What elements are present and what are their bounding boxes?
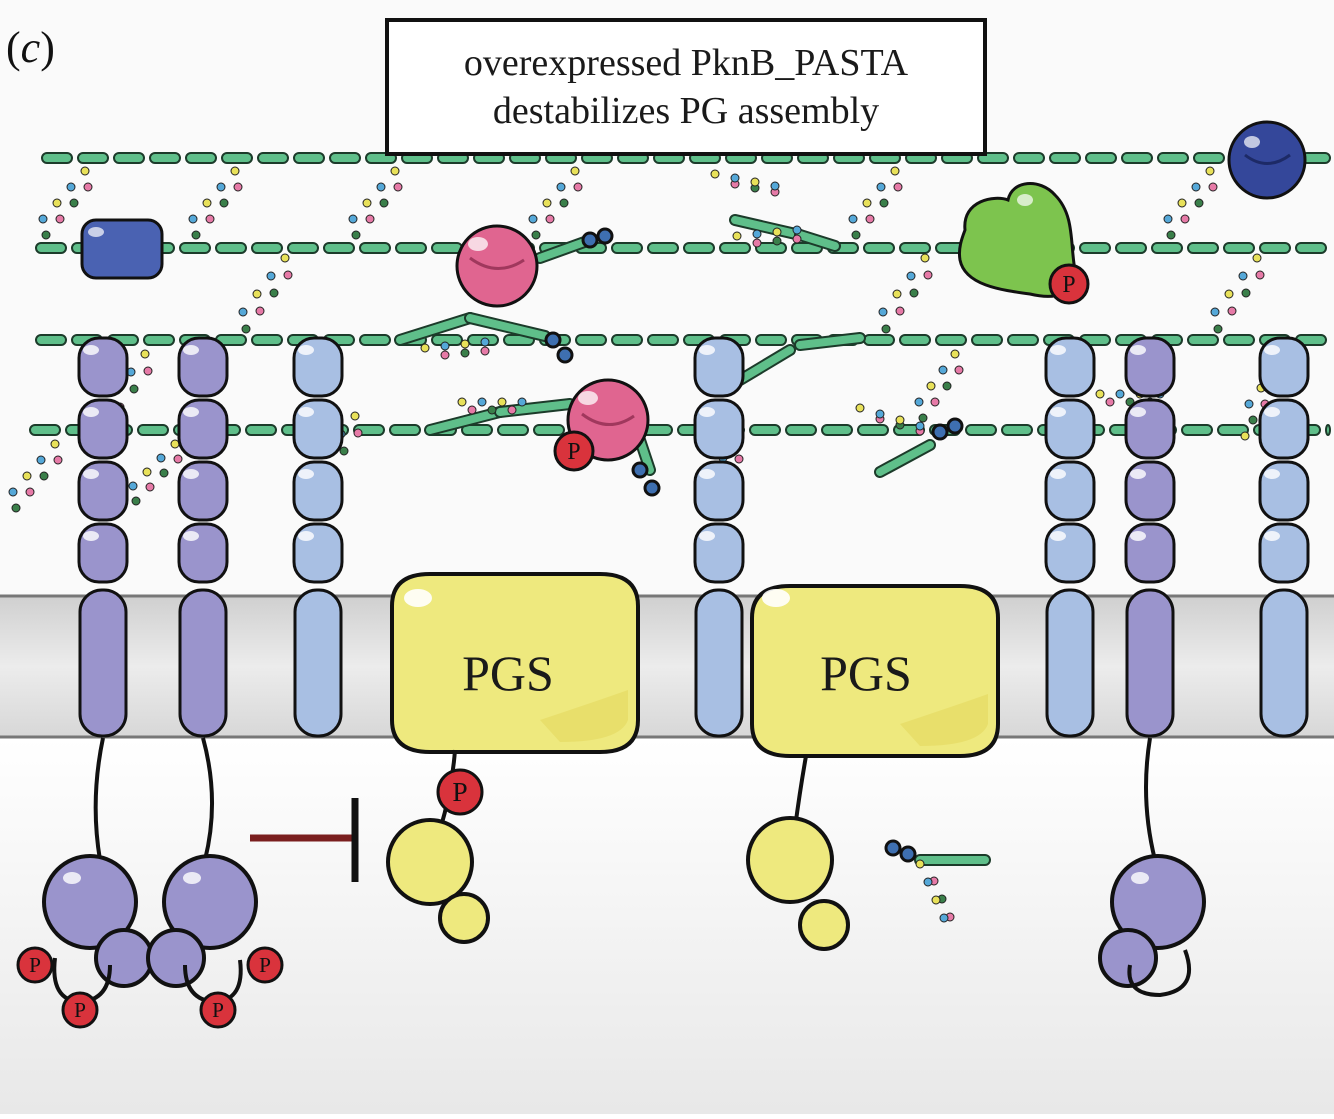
phosphate-icon: P xyxy=(1048,263,1090,305)
glycan-end-beads xyxy=(581,227,614,249)
peptide-stem xyxy=(732,225,802,248)
phosphate-label: P xyxy=(212,998,224,1022)
phosphate-icon: P xyxy=(246,946,284,984)
peptide-stem xyxy=(188,166,243,240)
peptide-stem xyxy=(528,166,583,240)
peptide-stem xyxy=(914,349,964,423)
pgs-label-right: PGS xyxy=(820,645,912,701)
pgs-complex-right: PGS xyxy=(750,584,1000,758)
peptide-stem xyxy=(878,253,933,334)
peptide-stem xyxy=(710,169,780,197)
pasta-kinase-1 xyxy=(77,336,129,738)
phosphate-icon: P xyxy=(436,768,484,816)
phosphate-label: P xyxy=(259,953,271,977)
blue-barrel-enzyme xyxy=(80,218,164,280)
pgs-cyto-right xyxy=(746,755,850,951)
peptide-stem xyxy=(348,166,403,240)
glycan-end-beads xyxy=(631,461,661,497)
peptide-stem xyxy=(238,253,293,334)
phosphate-icon: P xyxy=(553,430,595,472)
peptide-stem xyxy=(8,439,63,513)
peptide-stem xyxy=(855,403,925,436)
peptide-stem xyxy=(1210,253,1265,334)
title-line-1: overexpressed PknB_PASTA xyxy=(463,42,909,84)
pasta-domain-7 xyxy=(1258,336,1310,738)
title-line-2: destabilizes PG assembly xyxy=(492,90,880,132)
phosphate-icon: P xyxy=(61,991,99,1029)
panel-label: (c) xyxy=(6,23,55,72)
pasta-domain-4 xyxy=(693,336,745,738)
kinase-domain-1 xyxy=(42,854,154,988)
pasta-domain-5 xyxy=(1044,336,1096,738)
kinase-domain-2 xyxy=(146,854,258,988)
peptide-stem xyxy=(38,166,93,240)
pgs-label-left: PGS xyxy=(462,645,554,701)
pgs-complex-left: PGS xyxy=(390,572,640,754)
pgs-cyto-left xyxy=(386,749,490,944)
pink-pbp-upper xyxy=(455,224,539,308)
peptide-stem xyxy=(457,397,527,415)
phosphate-label: P xyxy=(567,439,580,465)
pasta-kinase-2 xyxy=(177,336,229,738)
peptide-stem xyxy=(128,439,183,506)
pasta-kinases-layer xyxy=(42,336,1310,1005)
phosphate-label: P xyxy=(452,776,467,807)
peptide-stems-layer xyxy=(8,166,1310,923)
peptide-stem xyxy=(915,859,955,923)
blue-ball-enzyme xyxy=(1227,120,1307,200)
phosphate-label: P xyxy=(74,998,86,1022)
inhibition-bar-icon xyxy=(250,798,359,882)
phosphate-icon: P xyxy=(16,946,54,984)
peptide-stem xyxy=(1163,166,1218,240)
phosphate-layer: P P P P P P P xyxy=(16,263,1090,1029)
kinase-domain-6 xyxy=(1098,854,1206,988)
phosphate-label: P xyxy=(29,953,41,977)
glycan-end-beads xyxy=(931,417,964,441)
glycan-end-beads xyxy=(884,839,917,863)
peptide-stem xyxy=(848,166,903,240)
title-box: overexpressed PknB_PASTA destabilizes PG… xyxy=(385,18,987,156)
glycan-end-beads xyxy=(544,331,574,364)
phosphate-label: P xyxy=(1062,272,1075,298)
pasta-kinase-6 xyxy=(1124,336,1176,738)
phosphate-icon: P xyxy=(199,991,237,1029)
pasta-domain-3 xyxy=(292,336,344,738)
peptide-stem xyxy=(420,337,490,360)
